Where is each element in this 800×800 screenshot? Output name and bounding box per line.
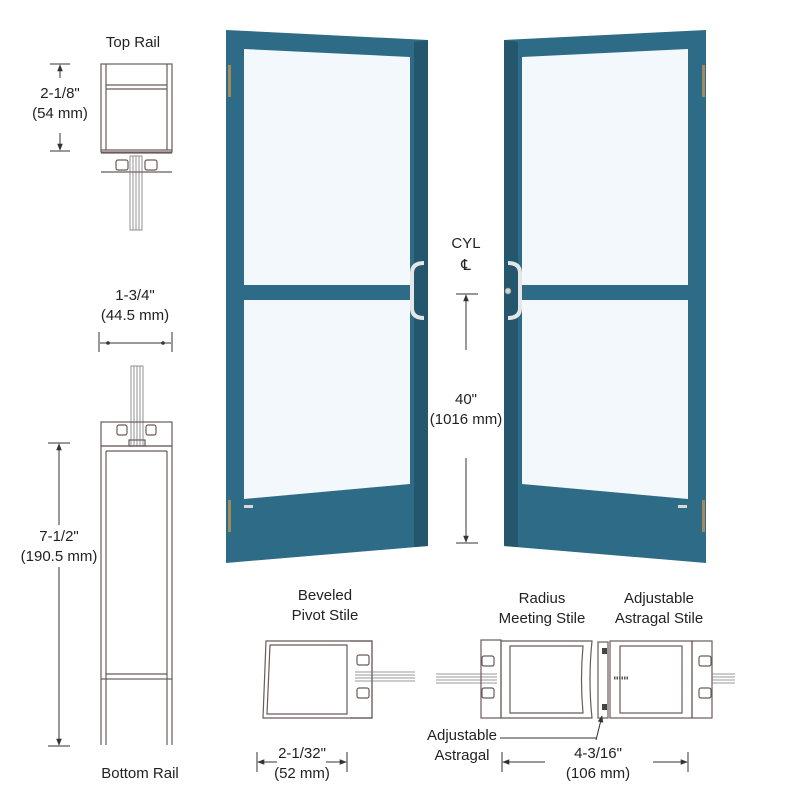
- right-door: [504, 30, 706, 563]
- hinge-icon: [228, 65, 231, 97]
- left-door: [226, 30, 428, 563]
- meeting-stile-profile: [436, 639, 593, 719]
- hinge-icon: [702, 500, 705, 532]
- handle-height-dimension: [456, 293, 478, 544]
- astragal-profile: [597, 641, 628, 719]
- pivot-stile-dim-in: 2-1/32": [278, 745, 326, 762]
- right-door-upper-glass: [522, 49, 688, 285]
- bottom-rail-title: Bottom Rail: [101, 765, 179, 782]
- right-door-lower-glass: [522, 300, 688, 499]
- cylinder-lock-icon: [504, 287, 512, 295]
- astragal-stile-title-1: Adjustable: [624, 590, 694, 607]
- astragal-stile-profile: [609, 640, 735, 719]
- astragal-stile-title-2: Astragal Stile: [615, 610, 703, 627]
- bottom-rail-height-dimension: [48, 442, 70, 747]
- astragal-label-2: Astragal: [434, 747, 489, 764]
- handle-height-mm: (1016 mm): [430, 411, 503, 428]
- left-door-lower-glass: [244, 300, 410, 499]
- right-door-pull-handle: [507, 261, 522, 320]
- centerline-icon: ℄: [460, 257, 471, 274]
- pivot-stile-profile: [262, 640, 415, 719]
- bottom-rail-height-mm: (190.5 mm): [21, 548, 98, 565]
- bottom-rail-width-dimension: [98, 332, 173, 352]
- bottom-rail-profile: [100, 365, 173, 745]
- meeting-stile-dim-mm: (106 mm): [566, 765, 630, 782]
- top-rail-dimension: [50, 63, 70, 152]
- bottom-rail-width-in: 1-3/4": [115, 287, 155, 304]
- pivot-stile-title-1: Beveled: [298, 587, 352, 604]
- meeting-stile-dimension: [501, 752, 689, 772]
- top-rail-dim-mm: (54 mm): [32, 105, 88, 122]
- meeting-stile-dim-in: 4-3/16": [574, 745, 622, 762]
- left-door-pull-handle: [410, 261, 425, 320]
- handle-height-in: 40": [455, 391, 477, 408]
- cyl-label: CYL: [451, 235, 480, 252]
- bottom-rail-height-in: 7-1/2": [39, 528, 79, 545]
- top-rail-dim-in: 2-1/8": [40, 85, 80, 102]
- left-door-upper-glass: [244, 49, 410, 285]
- astragal-leader: [500, 715, 604, 741]
- meeting-stile-title-2: Meeting Stile: [499, 610, 586, 627]
- bottom-rail-width-mm: (44.5 mm): [101, 307, 169, 324]
- hinge-icon: [702, 65, 705, 97]
- pivot-stile-dimension: [256, 752, 348, 772]
- astragal-label-1: Adjustable: [427, 727, 497, 744]
- pivot-stile-title-2: Pivot Stile: [292, 607, 359, 624]
- meeting-stile-title-1: Radius: [519, 590, 566, 607]
- top-rail-title: Top Rail: [106, 34, 160, 51]
- pivot-stile-dim-mm: (52 mm): [274, 765, 330, 782]
- top-rail-profile: [100, 63, 173, 231]
- hinge-icon: [228, 500, 231, 532]
